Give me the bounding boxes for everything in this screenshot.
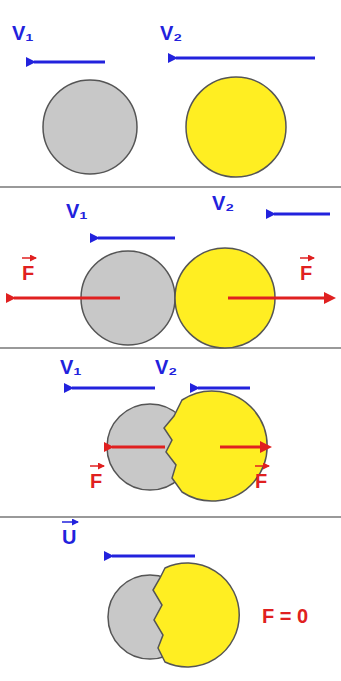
velocity-arrow xyxy=(98,237,175,240)
small-ball xyxy=(43,80,137,174)
velocity-label: V₂ xyxy=(155,356,177,378)
force-label: F xyxy=(90,470,102,492)
force-arrow xyxy=(14,297,120,300)
force-arrowhead xyxy=(324,292,336,304)
vector-mark xyxy=(255,465,269,467)
force-arrow xyxy=(112,446,165,449)
velocity-arrow xyxy=(176,57,315,60)
vector-mark xyxy=(22,257,36,259)
net-force-label: F = 0 xyxy=(262,605,308,627)
velocity-arrow xyxy=(112,555,195,558)
velocity-arrow xyxy=(274,213,330,216)
force-label: F xyxy=(300,262,312,284)
velocity-label: V₁ xyxy=(66,200,88,222)
force-arrow xyxy=(228,297,326,300)
deformed-large-ball xyxy=(153,563,239,667)
deformed-large-ball xyxy=(164,391,267,501)
velocity-arrow xyxy=(72,387,155,390)
force-arrowhead xyxy=(260,441,272,453)
large-ball xyxy=(186,77,286,177)
velocity-label: V₂ xyxy=(160,22,182,44)
velocity-arrow xyxy=(34,61,105,64)
vector-mark xyxy=(300,257,314,259)
force-label: F xyxy=(255,470,267,492)
force-arrow xyxy=(220,446,262,449)
velocity-label: V₁ xyxy=(12,22,34,44)
force-label: F xyxy=(22,262,34,284)
panel-separator xyxy=(0,187,341,517)
vector-mark xyxy=(62,521,78,523)
velocity-arrow xyxy=(198,387,250,390)
velocity-label: V₁ xyxy=(60,356,82,378)
velocity-label: U xyxy=(62,526,76,548)
vector-mark xyxy=(90,465,104,467)
velocity-label: V₂ xyxy=(212,192,234,214)
